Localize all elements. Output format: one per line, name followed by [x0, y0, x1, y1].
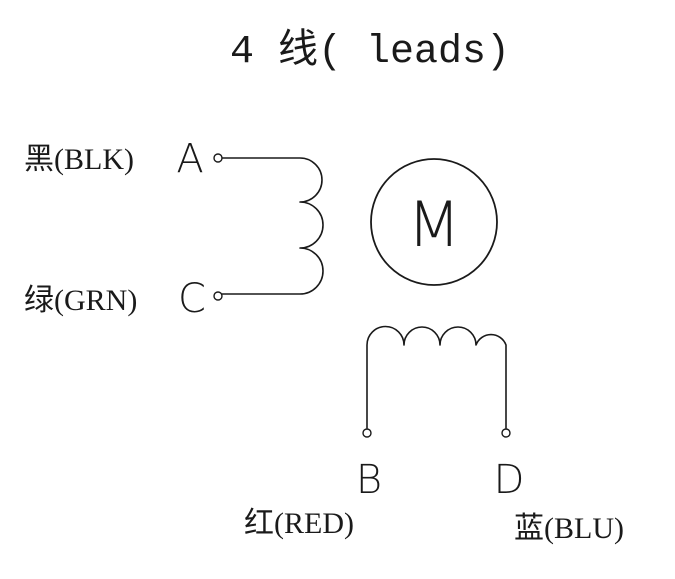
winding-a-c — [213, 153, 324, 301]
terminal-a — [213, 153, 223, 163]
motor-symbol: M — [407, 188, 461, 261]
wire-label-green: 绿(GRN) — [24, 284, 137, 317]
motor-circle — [370, 158, 498, 286]
coil-a-c — [221, 157, 324, 295]
coil-b-d — [366, 325, 507, 429]
terminal-c-letter: C — [178, 276, 206, 322]
terminal-b-letter: B — [356, 457, 382, 503]
diagram-title: 4 线( leads) — [230, 28, 510, 75]
wire-label-black: 黑(BLK) — [24, 143, 134, 176]
terminal-b — [362, 428, 372, 438]
wire-label-red: 红(RED) — [244, 507, 354, 540]
terminal-a-letter: A — [176, 136, 203, 182]
terminal-c — [213, 291, 223, 301]
terminal-d — [501, 428, 511, 438]
winding-b-d — [362, 325, 511, 438]
wire-label-blue: 蓝(BLU) — [514, 512, 624, 545]
terminal-d-letter: D — [494, 457, 525, 503]
